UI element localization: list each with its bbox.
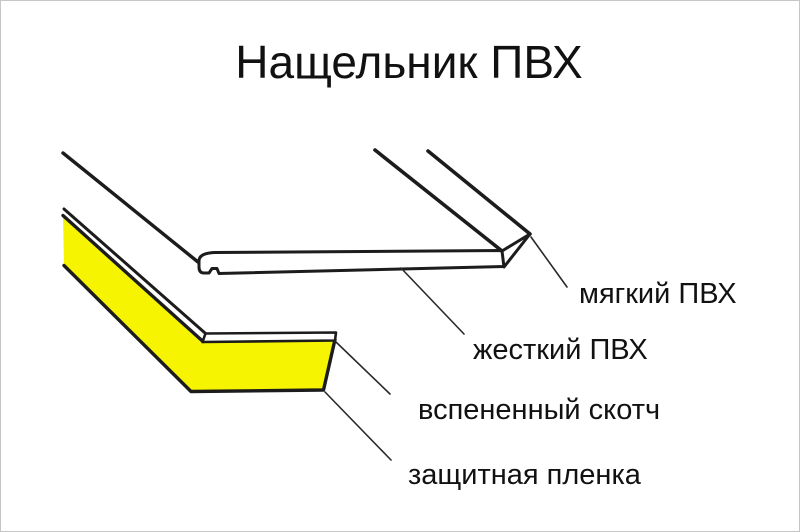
leader-line-foam-tape (335, 341, 391, 395)
soft-pvc-flap-attach-line (373, 148, 504, 253)
label-rigid-pvc: жесткий ПВХ (473, 334, 648, 366)
protective-film-outline (61, 213, 337, 394)
rigid-pvc-cross-section (197, 249, 506, 275)
rigid-pvc-left-edge-line (61, 151, 200, 264)
foam-tape-cross-section (201, 331, 338, 344)
leader-line-rigid-pvc (400, 267, 465, 335)
label-foam-tape: вспененный скотч (418, 394, 660, 426)
diagram-title: Нащельник ПВХ (235, 36, 582, 88)
soft-pvc-flap-tip-line (426, 149, 532, 236)
label-soft-pvc: мягкий ПВХ (579, 278, 737, 310)
foam-tape-left-edge-line (62, 207, 207, 335)
soft-pvc-flap-end (500, 232, 532, 269)
leader-line-soft-pvc (530, 236, 568, 288)
protective-film-surface (63, 216, 335, 392)
label-protective-film: защитная пленка (408, 459, 642, 491)
leader-line-protective-film (324, 391, 392, 461)
